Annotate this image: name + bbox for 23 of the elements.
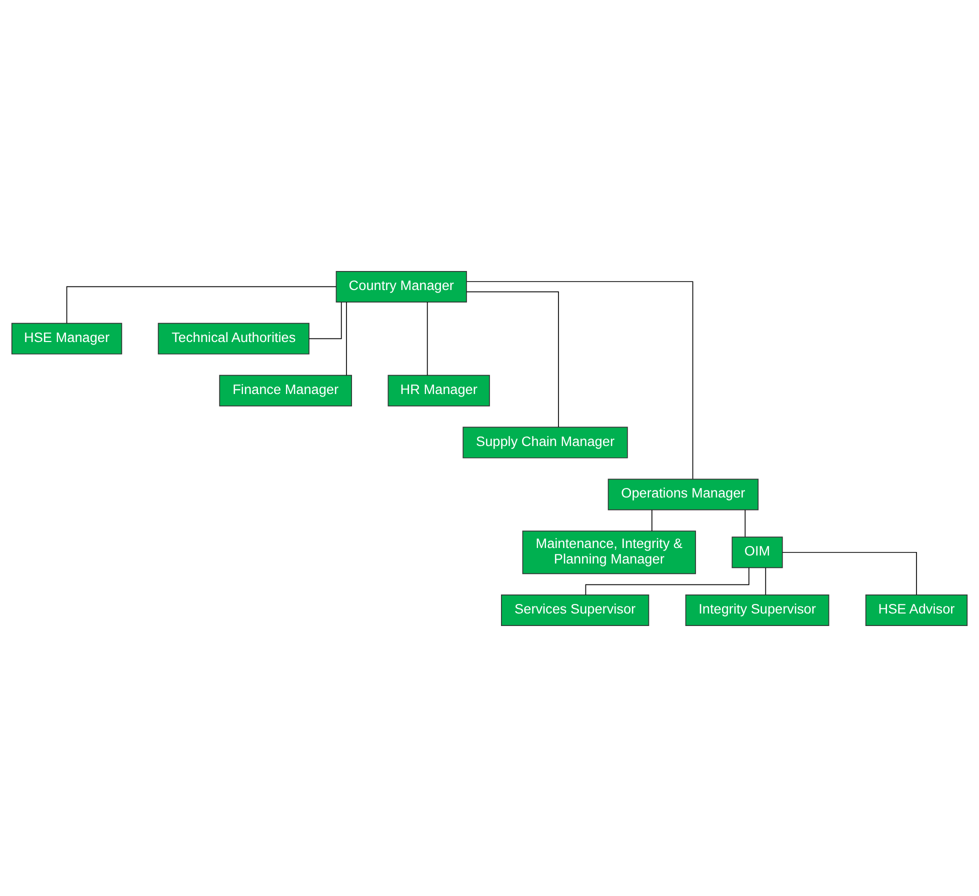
connector <box>346 301 347 376</box>
connector <box>744 509 746 537</box>
node-box: Technical Authorities <box>158 322 310 354</box>
connector <box>585 566 750 595</box>
node-box: Maintenance, Integrity & Planning Manager <box>522 530 696 574</box>
node-box: Finance Manager <box>219 374 352 406</box>
node-box: Supply Chain Manager <box>462 426 628 458</box>
connector <box>782 551 917 595</box>
node-box: OIM <box>732 536 783 568</box>
connector <box>651 509 652 531</box>
connector <box>466 290 559 427</box>
node-box: Integrity Supervisor <box>685 594 830 626</box>
node-box: Operations Manager <box>608 478 759 510</box>
connector <box>66 286 336 323</box>
connector <box>308 301 342 339</box>
connector <box>765 566 766 595</box>
node-box: Country Manager <box>336 270 467 302</box>
node-box: Services Supervisor <box>501 594 650 626</box>
connector <box>426 301 428 376</box>
node-box: HSE Advisor <box>865 594 968 626</box>
connector <box>466 280 694 479</box>
node-box: HSE Manager <box>11 322 122 354</box>
node-box: HR Manager <box>388 374 490 406</box>
